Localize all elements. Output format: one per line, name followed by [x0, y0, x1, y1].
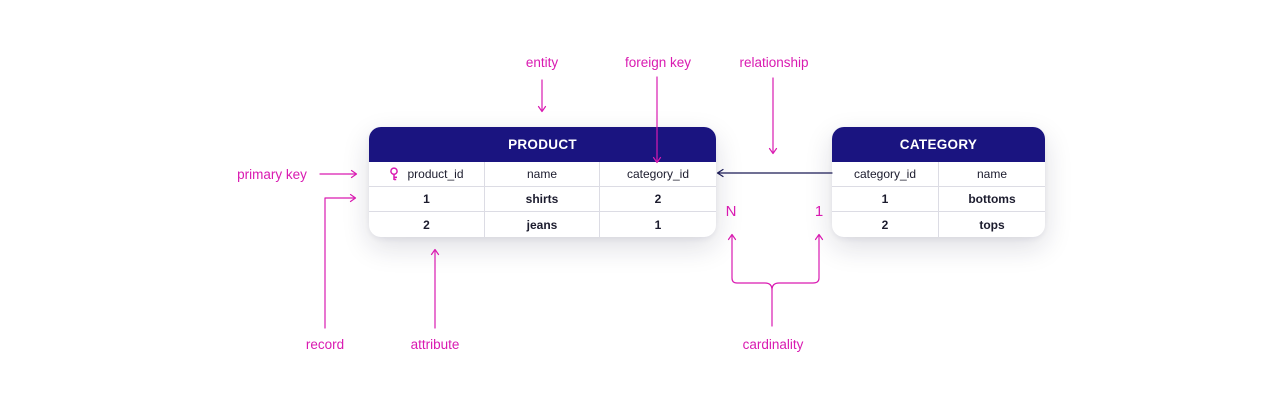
cardinality-many-label: N: [725, 203, 737, 220]
relationship-label: relationship: [739, 55, 809, 70]
product-column-header-label: product_id: [407, 167, 464, 181]
cardinality-bracket: [727, 233, 824, 327]
cardinality-label: cardinality: [742, 337, 804, 352]
product-cell: 2: [369, 212, 485, 237]
category-table-header: CATEGORY: [832, 127, 1045, 162]
product-table-grid: product_id name category_id 1 shirts 2 2…: [369, 162, 716, 237]
relationship-line: [716, 168, 833, 178]
category-table: CATEGORY category_id name 1 bottoms 2 to…: [832, 127, 1045, 237]
product-table-header: PRODUCT: [369, 127, 716, 162]
product-cell: 1: [369, 187, 485, 212]
relationship-arrow: [768, 77, 778, 155]
category-cell: 2: [832, 212, 939, 237]
foreign-key-label: foreign key: [624, 55, 692, 70]
record-label: record: [305, 337, 345, 352]
entity-arrow: [537, 79, 547, 113]
primary-key-label: primary key: [237, 167, 307, 182]
record-arrow: [324, 193, 357, 329]
product-column-header-product-id: product_id: [369, 162, 485, 187]
category-table-grid: category_id name 1 bottoms 2 tops: [832, 162, 1045, 237]
key-icon: [389, 167, 399, 181]
product-cell: jeans: [485, 212, 600, 237]
category-cell: tops: [979, 217, 1005, 232]
product-column-header-category-id: category_id: [600, 162, 716, 187]
category-column-header-category-id: category_id: [832, 162, 939, 187]
product-cell: shirts: [485, 187, 600, 212]
attribute-arrow: [430, 248, 440, 329]
category-cell: 1: [832, 187, 939, 212]
attribute-label: attribute: [410, 337, 460, 352]
product-column-header-name: name: [485, 162, 600, 187]
entity-label: entity: [525, 55, 559, 70]
category-cell: bottoms: [939, 187, 1045, 212]
product-cell: 2: [600, 187, 716, 212]
product-table: PRODUCT product_id name category_id 1 sh…: [369, 127, 716, 237]
product-cell: 1: [654, 217, 662, 232]
cardinality-one-label: 1: [814, 203, 824, 220]
category-column-header-name: name: [939, 162, 1045, 187]
primary-key-arrow: [319, 169, 358, 179]
